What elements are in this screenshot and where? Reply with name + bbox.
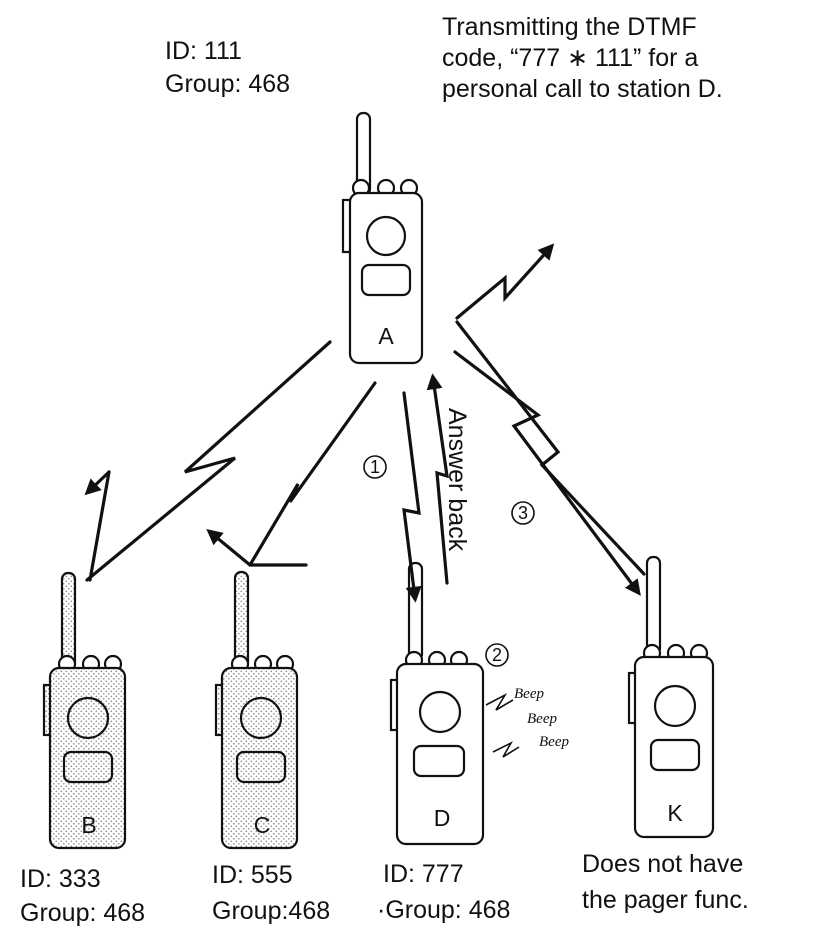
wave-a-to-b-left	[87, 342, 330, 580]
station-b-group: Group: 468	[20, 899, 145, 927]
answer-back-label: Answer back	[443, 408, 471, 552]
station-c-group: Group:468	[212, 897, 330, 925]
speaker-k	[655, 686, 695, 726]
step-1-marker: 1	[364, 456, 386, 478]
beep-text-1: Beep	[514, 686, 544, 702]
station-letter-k: K	[667, 800, 683, 826]
station-letter-c: C	[254, 812, 271, 838]
display-a	[362, 265, 410, 295]
wave-a-to-k-second	[457, 322, 644, 574]
station-c-id: ID: 555	[212, 861, 293, 889]
beep-zigzag-top	[486, 695, 513, 710]
station-k-note-line-1: Does not have	[582, 850, 743, 878]
station-d-group: ·Group: 468	[377, 896, 510, 924]
radio-a: A	[343, 113, 422, 363]
station-a-group: Group: 468	[165, 70, 290, 98]
beep-indicator: Beep Beep Beep	[486, 686, 569, 757]
display-d	[414, 746, 464, 776]
step-3-number: 3	[518, 503, 528, 523]
step-2-marker: 2	[486, 644, 508, 666]
station-k-note-line-2: the pager func.	[582, 886, 749, 914]
caption-line-3: personal call to station D.	[442, 75, 723, 103]
station-a-id: ID: 111	[165, 37, 242, 65]
speaker-b	[68, 698, 108, 738]
display-c	[237, 752, 285, 782]
station-letter-a: A	[378, 323, 394, 349]
speaker-a	[367, 217, 405, 255]
beep-text-3: Beep	[539, 734, 569, 750]
radio-k: K	[629, 557, 713, 837]
arrow-outgoing-upper-right	[457, 247, 551, 318]
station-letter-b: B	[81, 812, 96, 838]
beep-text-2: Beep	[527, 711, 557, 727]
radio-d: D	[391, 563, 483, 844]
radio-c: C	[216, 572, 297, 848]
display-b	[64, 752, 112, 782]
step-2-number: 2	[492, 645, 502, 665]
speaker-d	[420, 692, 460, 732]
station-d-id: ID: 777	[383, 860, 464, 888]
transmit-caption: Transmitting the DTMF code, “777 ∗ 111” …	[442, 13, 723, 103]
display-k	[651, 740, 699, 770]
antenna-k	[647, 557, 660, 654]
caption-line-2: code, “777 ∗ 111” for a	[442, 44, 698, 72]
wave-a-to-c	[250, 383, 375, 565]
step-1-number: 1	[370, 457, 380, 477]
caption-line-1: Transmitting the DTMF	[442, 13, 697, 41]
station-letter-d: D	[434, 805, 451, 831]
antenna-c	[235, 572, 248, 669]
beep-zigzag-bottom	[493, 743, 519, 757]
radio-b: B	[44, 573, 125, 848]
step-3-marker: 3	[512, 502, 534, 524]
station-b-id: ID: 333	[20, 865, 101, 893]
speaker-c	[241, 698, 281, 738]
